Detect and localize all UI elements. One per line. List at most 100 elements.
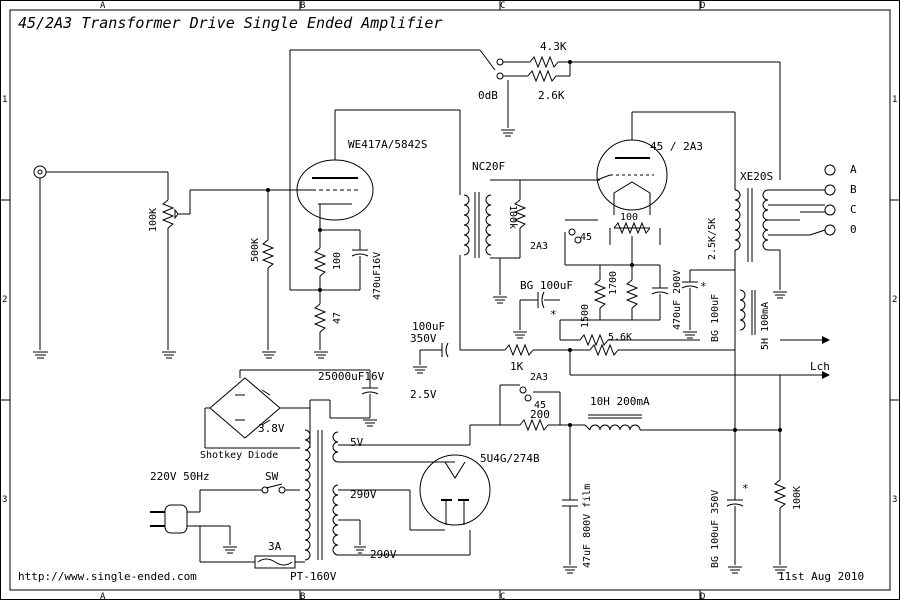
grid-col-a-top: A bbox=[100, 1, 106, 11]
grid-resistor-symbol bbox=[261, 188, 276, 359]
bridge-rectifier-symbol bbox=[204, 369, 370, 449]
output-transformer-symbol bbox=[734, 164, 836, 400]
interstage-shunt-symbol bbox=[513, 179, 600, 258]
cap-25000-symbol bbox=[329, 370, 379, 427]
cathode-network-symbol bbox=[289, 50, 369, 359]
filament-selector-b-symbol bbox=[499, 384, 585, 432]
schematic-title: 45/2A3 Transformer Drive Single Ended Am… bbox=[18, 14, 442, 32]
fb-resistor-2-label: 2.6K bbox=[538, 89, 565, 102]
res-5-6k-label: 5.6K bbox=[608, 332, 632, 343]
tap-c-label[interactable]: C bbox=[850, 203, 857, 216]
output-trans-label: XE20S bbox=[740, 170, 773, 183]
hum-pot-symbol bbox=[609, 221, 661, 265]
grid-row-1-right: 1 bbox=[892, 95, 897, 105]
v-5-label: 5V bbox=[350, 436, 364, 449]
fuse-label: 3A bbox=[268, 540, 282, 553]
ot-cap-star: * bbox=[700, 280, 707, 293]
power-trans-label: PT-160V bbox=[290, 570, 337, 583]
choke-10h-label: 10H 200mA bbox=[590, 395, 650, 408]
power-switch-symbol[interactable] bbox=[261, 483, 300, 494]
v-290b-label: 290V bbox=[370, 548, 397, 561]
hum-pot-label: 100 bbox=[620, 212, 638, 223]
output-bias-network-symbol bbox=[559, 263, 700, 347]
grid-row-3-left: 3 bbox=[2, 495, 7, 505]
cathode-cap-label: 470uF16V bbox=[372, 252, 383, 300]
cap-100uf-label: 100uF bbox=[412, 320, 445, 333]
grid-col-a-bottom: A bbox=[100, 592, 106, 600]
film-cap-label: 47uF 800V film bbox=[582, 484, 593, 568]
grid-row-1-left: 1 bbox=[2, 95, 7, 105]
input-tube-label: WE417A/5842S bbox=[348, 138, 427, 151]
tap-0-label[interactable]: 0 bbox=[850, 223, 857, 236]
choke-10h-symbol bbox=[584, 375, 782, 432]
grid-row-3-right: 3 bbox=[892, 495, 897, 505]
cathode-resistor-label: 100 bbox=[332, 252, 343, 270]
grid-row-2-right: 2 bbox=[892, 295, 897, 305]
grid-col-b-bottom: B bbox=[300, 592, 305, 600]
grid-col-b-top: B bbox=[300, 1, 305, 11]
output-trans-impedance: 2.5K/5K bbox=[707, 218, 718, 260]
filament-selector-a-symbol bbox=[564, 219, 632, 266]
volume-pot-symbol bbox=[161, 172, 300, 359]
grid-row-2-left: 2 bbox=[2, 295, 7, 305]
bleeder-resistor-symbol bbox=[773, 430, 787, 574]
feedback-network-symbol bbox=[290, 49, 781, 180]
grid-resistor-label: 500K bbox=[250, 238, 261, 262]
rectifier-label: 5U4G/274B bbox=[480, 452, 540, 465]
mains-plug-symbol bbox=[150, 489, 262, 563]
interstage-transformer-symbol bbox=[459, 110, 520, 350]
mains-label: 220V 50Hz bbox=[150, 470, 210, 483]
power-switch-label[interactable]: SW bbox=[265, 470, 279, 483]
tap-b-label[interactable]: B bbox=[850, 183, 857, 196]
grid-col-d-top: D bbox=[700, 1, 705, 11]
bg-cap-label: BG 100uF bbox=[520, 279, 573, 292]
schottky-label: Shotkey Diode bbox=[200, 450, 278, 461]
fuse-symbol bbox=[254, 555, 305, 569]
selector-b-2a3-label[interactable]: 2A3 bbox=[530, 372, 548, 383]
res-47-label: 47 bbox=[332, 312, 343, 324]
v-2-5-label: 2.5V bbox=[410, 388, 437, 401]
cap-25000-label: 25000uF16V bbox=[318, 370, 385, 383]
film-cap-symbol bbox=[562, 425, 578, 574]
selector-b-45-label[interactable]: 45 bbox=[534, 400, 546, 411]
bg-cap-350-symbol bbox=[726, 430, 744, 574]
fb-switch-label[interactable]: 0dB bbox=[478, 89, 498, 102]
res-1700-label: 1700 bbox=[608, 271, 619, 295]
rch-arrow-symbol bbox=[780, 336, 830, 379]
ot-cap-symbol bbox=[681, 269, 735, 339]
input-jack-symbol bbox=[33, 165, 168, 350]
lch-label: Lch bbox=[810, 360, 830, 373]
input-bplus-rail-symbol bbox=[413, 342, 780, 376]
selector-a-45-label[interactable]: 45 bbox=[580, 232, 592, 243]
rectifier-tube-symbol bbox=[419, 424, 500, 526]
choke-5h-symbol bbox=[739, 289, 756, 335]
interstage-label: NC20F bbox=[472, 160, 505, 173]
choke-5h-label: 5H 100mA bbox=[760, 302, 771, 350]
input-tube-symbol bbox=[290, 109, 460, 240]
bg-cap-star: * bbox=[550, 308, 557, 321]
border-outer bbox=[9, 9, 891, 591]
fb-resistor-1-label: 4.3K bbox=[540, 40, 567, 53]
bg-cap-350-star: * bbox=[742, 482, 749, 495]
interstage-shunt-label: 100k bbox=[507, 205, 518, 229]
footer-url: http://www.single-ended.com bbox=[18, 570, 197, 583]
bg-cap-symbol bbox=[513, 291, 560, 339]
grid-col-d-bottom: D bbox=[700, 592, 705, 600]
grid-col-c-bottom: C bbox=[500, 592, 505, 600]
bleeder-resistor-label: 100K bbox=[792, 486, 803, 510]
output-tube-symbol bbox=[596, 111, 736, 215]
res-200-label: 200 bbox=[530, 408, 550, 421]
grid-col-c-top: C bbox=[500, 1, 505, 11]
cap-470-200-label: 470uF 200V bbox=[672, 270, 683, 330]
ot-cap-label: BG 100uF bbox=[710, 294, 721, 342]
output-tube-label: 45 / 2A3 bbox=[650, 140, 703, 153]
tap-a-label[interactable]: A bbox=[850, 163, 857, 176]
cap-350v-label: 350V bbox=[410, 332, 437, 345]
selector-a-2a3-label[interactable]: 2A3 bbox=[530, 241, 548, 252]
res-1500-label: 1500 bbox=[580, 304, 591, 328]
volume-pot-label: 100K bbox=[148, 208, 159, 232]
